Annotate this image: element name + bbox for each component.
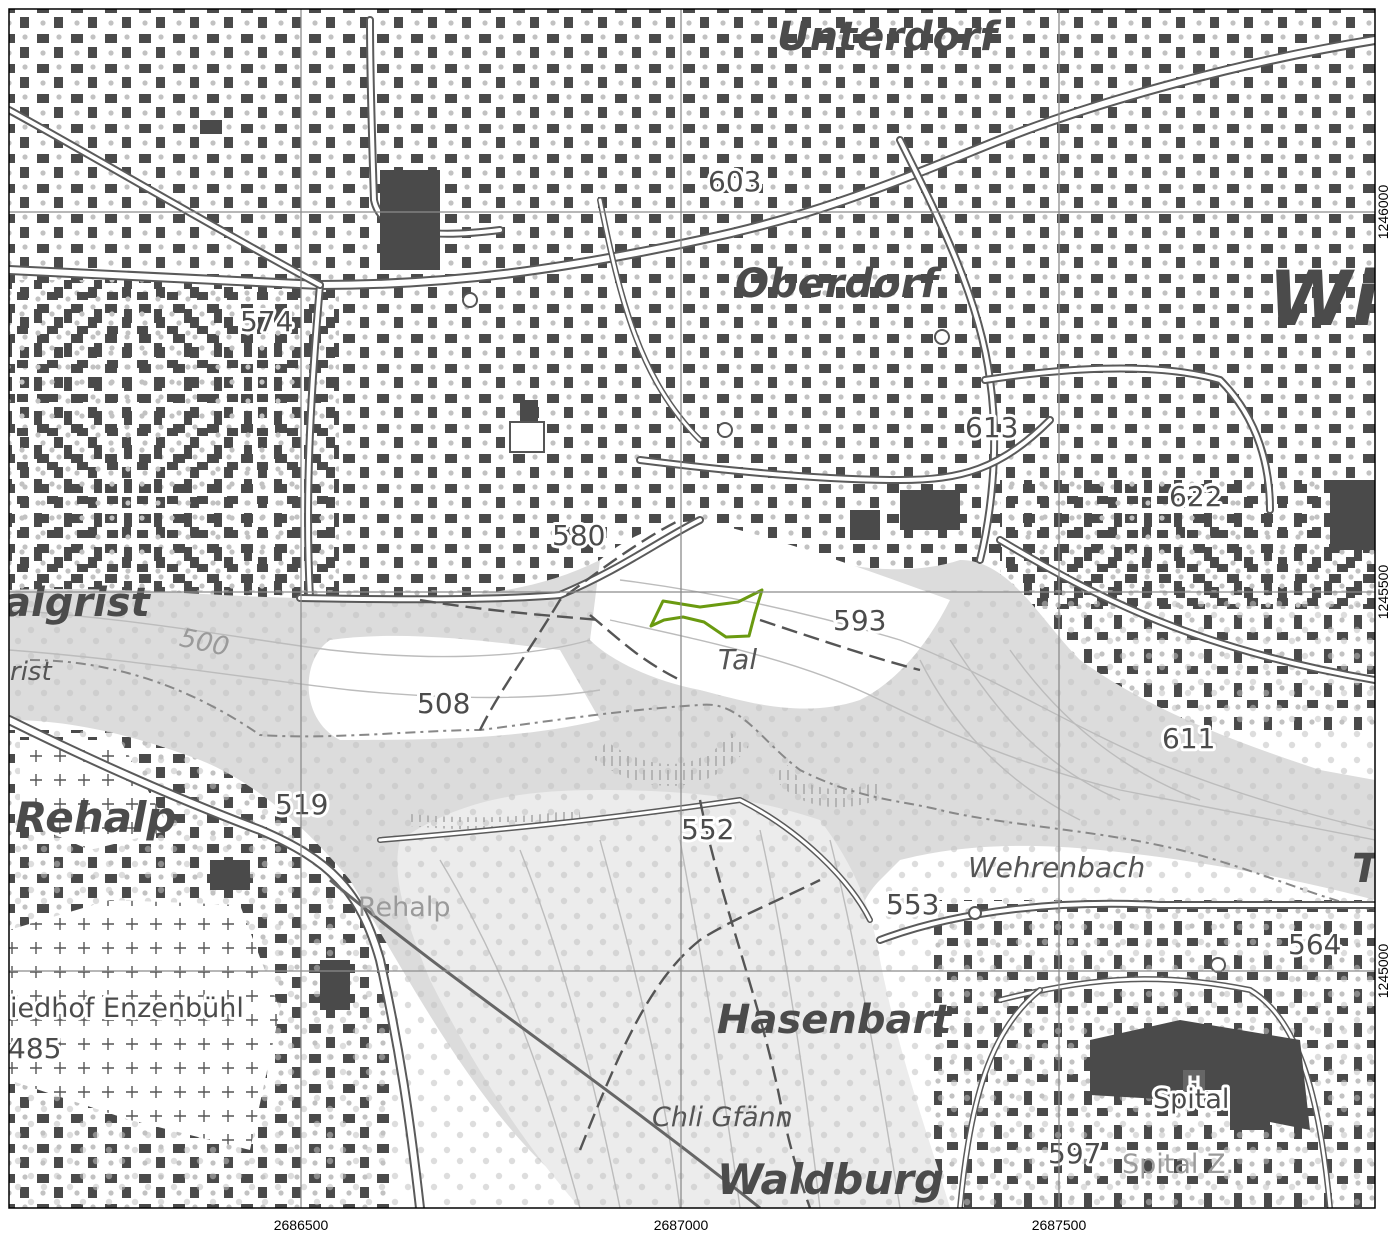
- coordinate-grid: [9, 9, 1375, 1208]
- hospital-building: H: [1090, 1020, 1310, 1130]
- cemetery-crosses: [9, 900, 280, 1150]
- church-icon: [934, 329, 950, 345]
- elevation-label: 597: [1048, 1137, 1101, 1170]
- station-icon: [968, 906, 982, 920]
- cemetery-north-crosses: [20, 740, 170, 850]
- place-rehalp: Rehalp: [15, 793, 176, 842]
- tal-meadow: [590, 521, 950, 709]
- place-tal: Tal: [718, 643, 757, 676]
- northing-label: 1245000: [1375, 944, 1389, 999]
- place-rist: rist: [10, 657, 52, 687]
- elevation-label: 552: [681, 813, 734, 846]
- easting-label: 2686500: [274, 1217, 329, 1233]
- place-labels: Unterdorf Oberdorf Wi algrist rist Rehal…: [4, 14, 1382, 1204]
- station-rehalp: Rehalp: [358, 892, 450, 923]
- embankment-1: [593, 732, 749, 786]
- place-spital-z: Spital Z.: [1122, 1149, 1234, 1180]
- northing-label: 1245500: [1375, 565, 1389, 620]
- elevation-label: 611: [1162, 722, 1215, 755]
- church-icon: [462, 292, 478, 308]
- easting-label: 2687000: [654, 1217, 709, 1233]
- map-frame: [8, 8, 1376, 1209]
- viewpoint-icon: [1210, 957, 1226, 973]
- map-body: H Unterdorf Oberdorf Wi algrist rist Reh…: [4, 9, 1382, 1208]
- northing-label: 1246000: [1375, 185, 1389, 240]
- footpaths: [419, 518, 921, 1208]
- stream-wehrenbach: Wehrenbach: [968, 851, 1145, 884]
- elevation-label: 593: [833, 604, 886, 637]
- coordinate-labels: 2686500 2687000 2687500 1246000 1245500 …: [274, 185, 1389, 1233]
- place-t-edge: T: [1352, 846, 1382, 892]
- place-algrist: algrist: [4, 580, 152, 626]
- valley-meadow: [308, 635, 600, 740]
- elevation-label: 613: [965, 411, 1018, 444]
- hospital-symbol: H: [1187, 1073, 1201, 1093]
- elevation-labels: 603 574 613 622 580 593 508 611 519 552 …: [8, 162, 1344, 1173]
- place-chli-gfann: Chli Gfänn: [652, 1102, 793, 1133]
- elevation-label: 553: [886, 888, 939, 921]
- elevation-label: 622: [1169, 480, 1222, 513]
- elevation-label: 574: [240, 305, 293, 338]
- railway-line: [329, 878, 761, 1208]
- elevation-label: 564: [1288, 928, 1341, 961]
- place-waldburg: Waldburg: [717, 1155, 944, 1204]
- elevation-label: 603: [708, 165, 761, 198]
- settlement-west: [9, 280, 339, 610]
- highlighted-parcel[interactable]: [649, 588, 764, 639]
- road-network: [9, 16, 1375, 1208]
- easting-label: 2687500: [1032, 1217, 1087, 1233]
- elevation-label: 508: [417, 687, 470, 720]
- elevation-label: 580: [552, 519, 605, 552]
- place-spital: Spital: [1153, 1084, 1229, 1115]
- place-hasenbart: Hasenbart: [717, 997, 953, 1043]
- place-friedhof: iedhof Enzenbühl: [10, 993, 244, 1024]
- embankment-3: [409, 809, 581, 830]
- sports-field-icon: [509, 421, 545, 453]
- place-unterdorf: Unterdorf: [777, 14, 1002, 60]
- place-wi: Wi: [1268, 254, 1379, 343]
- wehrenbach-stream: [29, 659, 1375, 911]
- elevation-label: 485: [8, 1032, 61, 1065]
- embankment-2: [772, 764, 884, 808]
- elevation-label: 519: [275, 788, 328, 821]
- church-icon: [717, 422, 733, 438]
- place-oberdorf: Oberdorf: [735, 261, 942, 307]
- map-point-symbols: [462, 292, 1226, 973]
